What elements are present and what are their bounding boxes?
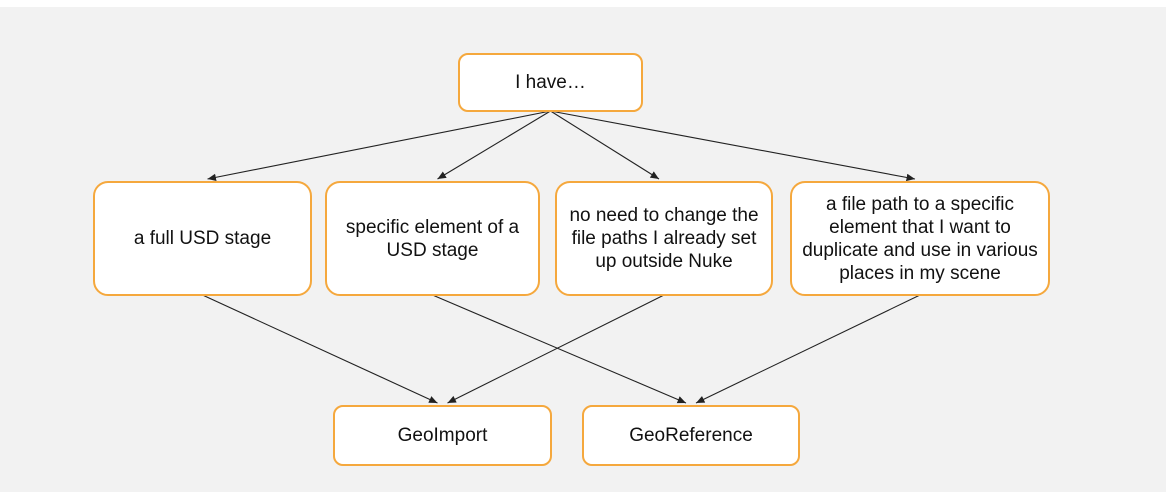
node-i-have: I have…	[458, 53, 643, 112]
node-georeference: GeoReference	[582, 405, 800, 466]
node-full-usd-stage-label: a full USD stage	[133, 228, 272, 249]
page-margin-bottom	[0, 492, 1166, 501]
node-geoimport: GeoImport	[333, 405, 552, 466]
node-no-path-change: no need to change the file paths I alrea…	[555, 181, 773, 296]
node-georeference-label: GeoReference	[629, 425, 753, 446]
node-file-path-duplicate-label: a file path to a specific element that I…	[802, 193, 1038, 284]
node-full-usd-stage: a full USD stage	[93, 181, 312, 296]
edge-i-have-to-file-path-duplicate	[550, 110, 916, 182]
edge-i-have-to-specific-element	[437, 110, 551, 180]
edge-file-path-duplicate-to-georeference	[695, 294, 921, 404]
edge-no-path-change-to-geoimport	[447, 294, 665, 404]
node-specific-element: specific element of a USD stage	[325, 181, 540, 296]
edge-specific-element-to-georeference	[432, 294, 687, 404]
node-i-have-label: I have…	[515, 72, 586, 93]
edge-full-usd-stage-to-geoimport	[202, 294, 438, 404]
edge-i-have-to-no-path-change	[550, 110, 660, 180]
node-no-path-change-label: no need to change the file paths I alrea…	[569, 205, 759, 272]
node-file-path-duplicate: a file path to a specific element that I…	[790, 181, 1050, 296]
node-geoimport-label: GeoImport	[397, 425, 488, 446]
edge-i-have-to-full-usd-stage	[207, 110, 551, 181]
page-margin-top	[0, 0, 1166, 7]
node-specific-element-label: specific element of a USD stage	[345, 216, 520, 261]
